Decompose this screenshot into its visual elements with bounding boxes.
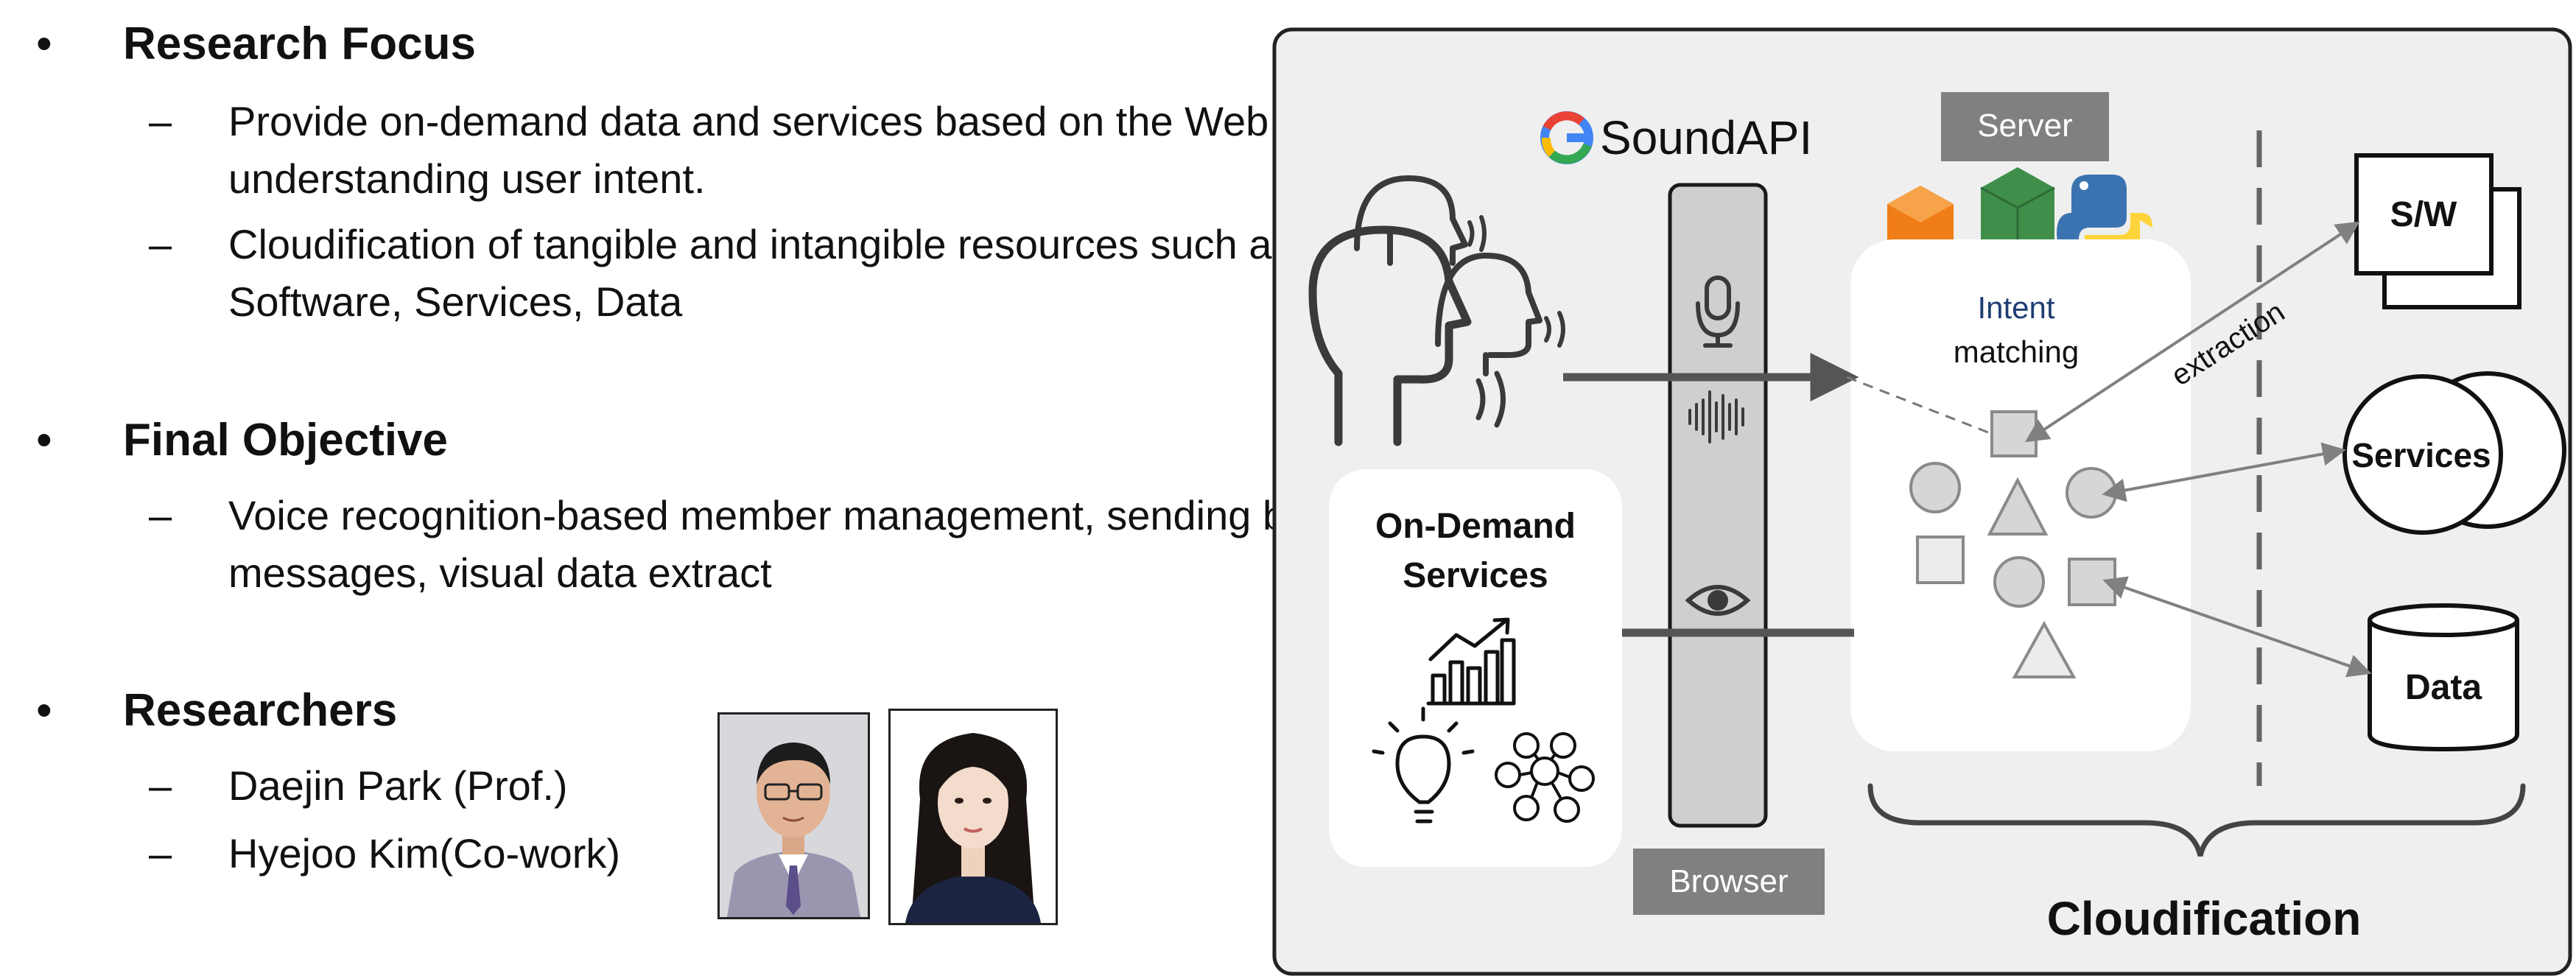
server-label-box xyxy=(1941,92,2109,161)
shape-square-right xyxy=(2068,558,2116,606)
microphone-icon xyxy=(1696,275,1740,348)
data-resource: Data xyxy=(2368,603,2519,752)
shape-circle-left xyxy=(1909,462,1961,513)
on-demand-label-line2: Services xyxy=(1403,556,1548,595)
portrait-female-icon xyxy=(891,711,1056,923)
shape-square-left xyxy=(1916,536,1965,584)
item-text: Provide on-demand data and services base… xyxy=(228,98,1324,202)
services-arrow xyxy=(2102,442,2346,502)
bullet-marker: • xyxy=(36,18,52,69)
research-focus-item-2: – Cloudification of tangible and intangi… xyxy=(149,216,1436,331)
intent-label-line1: Intent xyxy=(1977,290,2054,325)
lightbulb-icon xyxy=(1372,706,1475,824)
data-label: Data xyxy=(2405,668,2482,707)
section-heading-researchers: • Researchers xyxy=(36,684,398,737)
heading-text: Researchers xyxy=(123,685,398,736)
input-dashed-line xyxy=(1846,376,1993,435)
dash-marker: – xyxy=(149,830,172,877)
bullet-marker: • xyxy=(36,415,52,466)
sound-wave-icon xyxy=(1688,390,1744,443)
item-text: Daejin Park (Prof.) xyxy=(228,762,568,809)
bullet-marker: • xyxy=(36,685,52,736)
final-objective-item-1: – Voice recognition-based member managem… xyxy=(149,487,1436,602)
research-focus-item-1: – Provide on-demand data and services ba… xyxy=(149,93,1436,208)
growth-chart-icon xyxy=(1426,617,1516,706)
researcher-photo-male xyxy=(717,712,870,919)
dash-marker: – xyxy=(149,492,172,538)
item-text: Voice recognition-based member managemen… xyxy=(228,492,1364,596)
heading-text: Final Objective xyxy=(123,415,449,466)
software-label: S/W xyxy=(2390,195,2457,234)
services-resource: Services xyxy=(2342,371,2566,535)
browser-label: Browser xyxy=(1669,863,1788,899)
heading-text: Research Focus xyxy=(123,18,476,69)
browser-bar xyxy=(1668,183,1768,828)
dash-marker: – xyxy=(149,98,172,144)
services-label: Services xyxy=(2351,436,2491,474)
browser-label-box xyxy=(1633,849,1825,915)
shape-triangle-middle xyxy=(1987,477,2049,536)
server-label: Server xyxy=(1977,108,2073,144)
google-logo-icon xyxy=(1540,111,1593,164)
data-cylinder-body xyxy=(2368,620,2519,752)
software-resource: S/W xyxy=(2354,153,2521,309)
cloudification-label: Cloudification xyxy=(2047,892,2362,945)
shape-square-top xyxy=(1990,410,2038,457)
item-text: Hyejoo Kim(Co-work) xyxy=(228,830,621,877)
cloudification-brace xyxy=(1867,783,2526,857)
intent-label-line2: matching xyxy=(1954,334,2079,369)
section-heading-final-objective: • Final Objective xyxy=(36,414,449,466)
shape-circle-right xyxy=(2066,467,2117,519)
researcher-item-2: – Hyejoo Kim(Co-work) xyxy=(149,825,1436,882)
section-heading-research-focus: • Research Focus xyxy=(36,18,476,70)
on-demand-label-line1: On-Demand xyxy=(1375,507,1576,546)
data-cylinder-top xyxy=(2368,603,2519,637)
eye-icon xyxy=(1685,585,1751,616)
researcher-photo-female xyxy=(888,709,1058,925)
dash-marker: – xyxy=(149,762,172,809)
software-page-front xyxy=(2354,153,2493,275)
shape-triangle-bottom xyxy=(2012,620,2077,678)
item-text: Cloudification of tangible and intangibl… xyxy=(228,221,1293,325)
architecture-diagram: SoundAPI Server Intent matching O xyxy=(1272,27,2572,976)
shape-circle-lower xyxy=(1993,556,2045,608)
portrait-male-icon xyxy=(720,715,868,917)
network-people-icon xyxy=(1495,732,1595,823)
dash-marker: – xyxy=(149,221,172,267)
researcher-item-1: – Daejin Park (Prof.) xyxy=(149,757,1436,815)
extraction-arrow xyxy=(2024,221,2360,443)
brand-title: SoundAPI xyxy=(1600,111,1812,164)
speaking-users-icon xyxy=(1308,175,1565,446)
data-arrow xyxy=(2102,576,2372,678)
